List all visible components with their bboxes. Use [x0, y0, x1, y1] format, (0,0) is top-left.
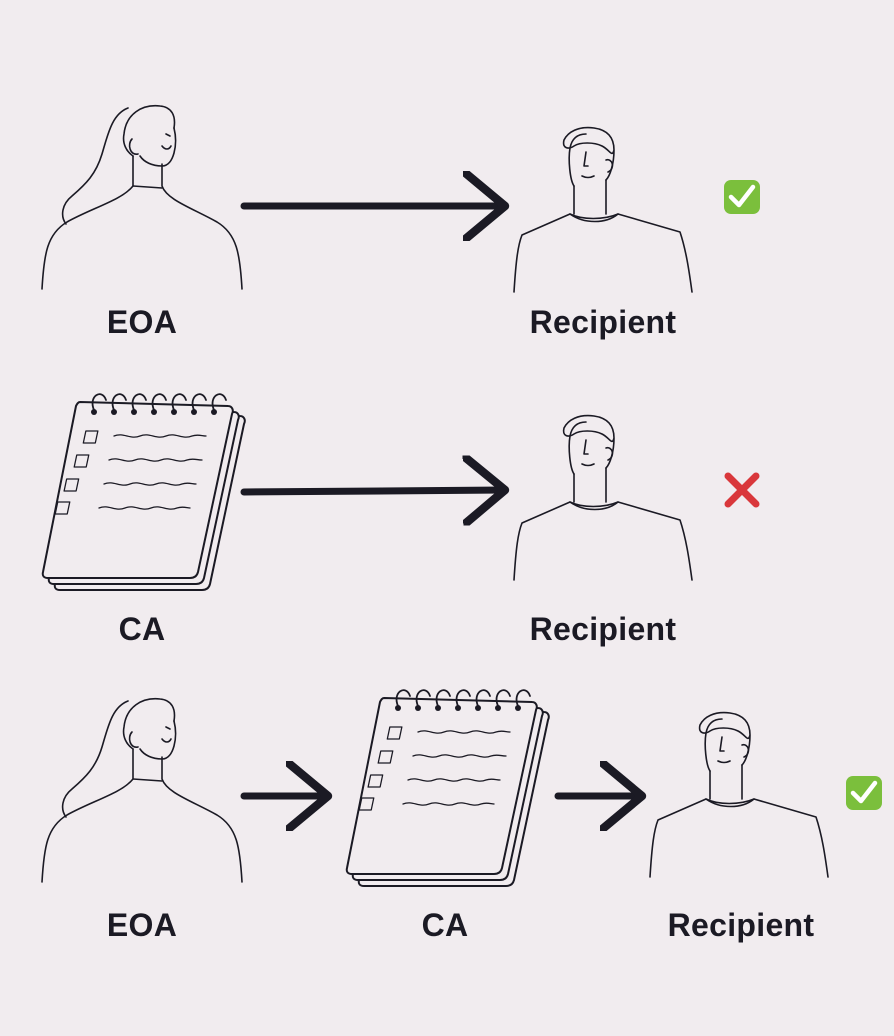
node-label-eoa: EOA [106, 907, 178, 943]
eoa-woman-icon [41, 104, 243, 290]
eoa-woman-icon [41, 697, 243, 883]
node-label-recipient: Recipient [667, 907, 815, 943]
cross-mark-icon [724, 472, 760, 508]
contract-account-notepad-icon [345, 689, 550, 887]
check-mark-icon [724, 180, 760, 214]
node-label-eoa: EOA [106, 304, 178, 340]
recipient-man-icon [649, 711, 829, 878]
node-label-recipient: Recipient [529, 304, 677, 340]
recipient-man-icon [513, 126, 693, 293]
check-mark-icon [846, 776, 882, 810]
contract-account-notepad-icon [41, 393, 246, 591]
node-label-ca: CA [118, 611, 166, 647]
recipient-man-icon [513, 414, 693, 581]
transfer-arrow [240, 490, 505, 492]
node-label-recipient: Recipient [529, 611, 677, 647]
node-label-ca: CA [421, 907, 469, 943]
